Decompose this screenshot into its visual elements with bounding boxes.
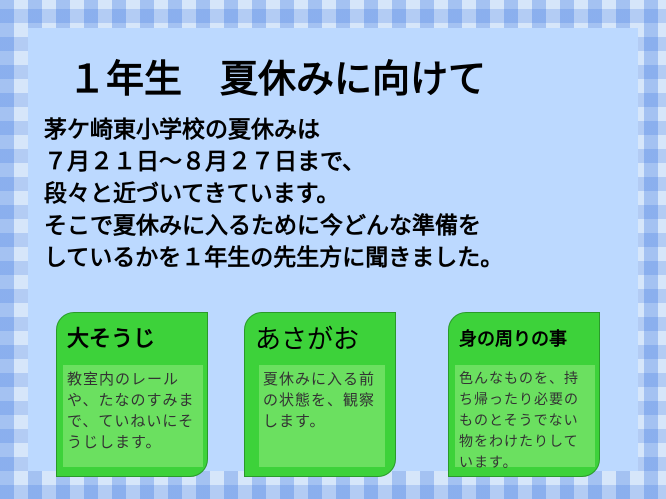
card-morning-glory: あさがお 夏休みに入る前の状態を、観察します。 (244, 312, 396, 477)
card-body: 教室内のレールや、たなのすみまで、ていねいにそうじします。 (63, 365, 203, 467)
card-belongings: 身の周りの事 色んなものを、持ち帰ったり必要のものとそうでない物をわけたりしてい… (448, 312, 600, 477)
card-title: 大そうじ (67, 327, 156, 352)
content-panel: １年生 夏休みに向けて 茅ケ崎東小学校の夏休みは ７月２１日～８月２７日まで、 … (28, 28, 638, 477)
intro-line: ７月２１日～８月２７日まで、 (44, 149, 366, 175)
intro-line: 茅ケ崎東小学校の夏休みは (44, 117, 320, 143)
card-title: あさがお (255, 325, 360, 355)
card-body: 色んなものを、持ち帰ったり必要のものとそうでない物をわけたりしています。 (455, 365, 595, 471)
card-title: 身の周りの事 (459, 329, 567, 350)
card-body: 夏休みに入る前の状態を、観察します。 (259, 365, 385, 467)
intro-line: しているかを１年生の先生方に聞きました。 (44, 245, 504, 271)
page-title: １年生 夏休みに向けて (68, 57, 487, 101)
intro-line: そこで夏休みに入るために今どんな準備を (44, 213, 481, 239)
intro-text: 茅ケ崎東小学校の夏休みは ７月２１日～８月２７日まで、 段々と近づいてきています… (44, 114, 503, 274)
card-cleaning: 大そうじ 教室内のレールや、たなのすみまで、ていねいにそうじします。 (56, 312, 208, 477)
intro-line: 段々と近づいてきています。 (44, 181, 340, 207)
